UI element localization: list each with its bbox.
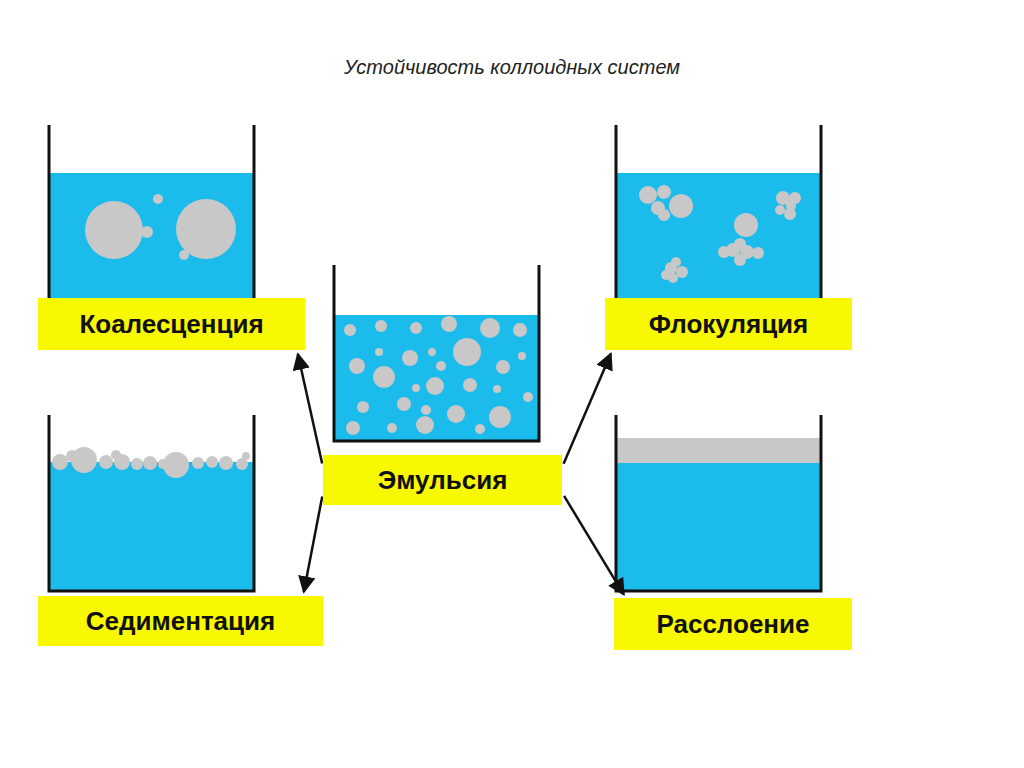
arrow-connector	[564, 496, 624, 595]
flocculation-beaker	[616, 125, 821, 303]
label-text: Флокуляция	[649, 309, 809, 340]
label-text: Расслоение	[656, 609, 809, 640]
label-box: Расслоение	[614, 598, 852, 650]
arrow-connector	[298, 354, 322, 464]
label-text: Эмульсия	[378, 465, 508, 496]
diagram-title: Устойчивость коллоидных систем	[0, 56, 1024, 79]
arrow-connector	[564, 354, 611, 464]
label-box: Флокуляция	[605, 298, 852, 350]
separation-beaker	[616, 415, 821, 591]
emulsion-beaker	[334, 265, 539, 441]
arrow-connector	[304, 496, 322, 592]
label-text: Седиментация	[86, 606, 275, 637]
label-text: Коалесценция	[79, 309, 263, 340]
label-box: Коалесценция	[38, 298, 305, 350]
label-box: Эмульсия	[323, 455, 562, 505]
coalescence-beaker	[49, 125, 254, 303]
sedimentation-beaker	[49, 415, 254, 591]
label-box: Седиментация	[38, 596, 323, 646]
